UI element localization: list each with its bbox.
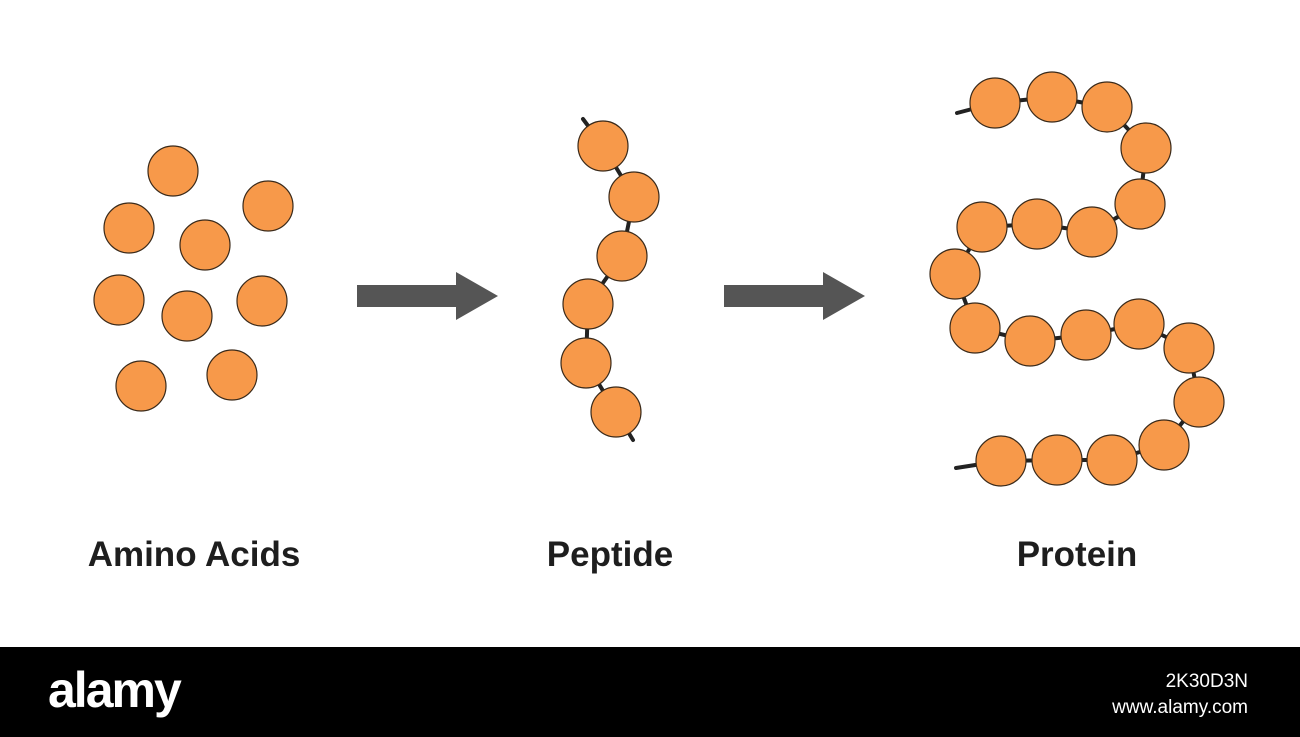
image-id: 2K30D3N: [1165, 671, 1248, 692]
protein-residue: [1173, 376, 1225, 428]
protein-residue: [1114, 178, 1166, 230]
right-arrow-icon: [357, 272, 498, 320]
right-arrow-icon: [724, 272, 865, 320]
arrow-2: [724, 272, 865, 320]
amino-acid-residue: [161, 290, 213, 342]
protein-residue: [1031, 434, 1083, 486]
protein-residue: [1066, 206, 1118, 258]
amino-acid-residue: [93, 274, 145, 326]
protein-residue: [1011, 198, 1063, 250]
protein-residue: [949, 302, 1001, 354]
amino-acid-residue: [179, 219, 231, 271]
protein-chain: [929, 71, 1225, 487]
label-protein: Protein: [1017, 535, 1138, 574]
protein-residue: [1120, 122, 1172, 174]
peptide-residue: [560, 337, 612, 389]
protein-residue: [1163, 322, 1215, 374]
peptide-residue: [577, 120, 629, 172]
protein-residue: [1086, 434, 1138, 486]
protein-residue: [1060, 309, 1112, 361]
watermark-footer: alamy 2K30D3N www.alamy.com: [0, 647, 1300, 737]
amino-acid-residue: [147, 145, 199, 197]
peptide-residue: [596, 230, 648, 282]
protein-residue: [1026, 71, 1078, 123]
protein-residue: [929, 248, 981, 300]
protein-residue: [1113, 298, 1165, 350]
site-url: www.alamy.com: [1112, 697, 1248, 718]
amino-acid-residue: [206, 349, 258, 401]
arrow-1: [357, 272, 498, 320]
amino-acid-residue: [103, 202, 155, 254]
protein-residue: [975, 435, 1027, 487]
protein-residue: [1081, 81, 1133, 133]
image-id-block: 2K30D3N www.alamy.com: [1112, 669, 1248, 721]
label-peptide: Peptide: [547, 535, 673, 574]
label-amino-acids: Amino Acids: [88, 535, 301, 574]
peptide-chain: [560, 117, 660, 442]
amino-acid-residue: [242, 180, 294, 232]
peptide-residue: [608, 171, 660, 223]
protein-residue: [1004, 315, 1056, 367]
protein-residue: [1138, 419, 1190, 471]
peptide-residue: [562, 278, 614, 330]
protein-residue: [969, 77, 1021, 129]
alamy-logo: alamy: [48, 662, 182, 718]
amino-acids-cluster: [93, 145, 294, 412]
protein-residue: [956, 201, 1008, 253]
amino-acid-residue: [236, 275, 288, 327]
peptide-residue: [590, 386, 642, 438]
amino-acid-residue: [115, 360, 167, 412]
